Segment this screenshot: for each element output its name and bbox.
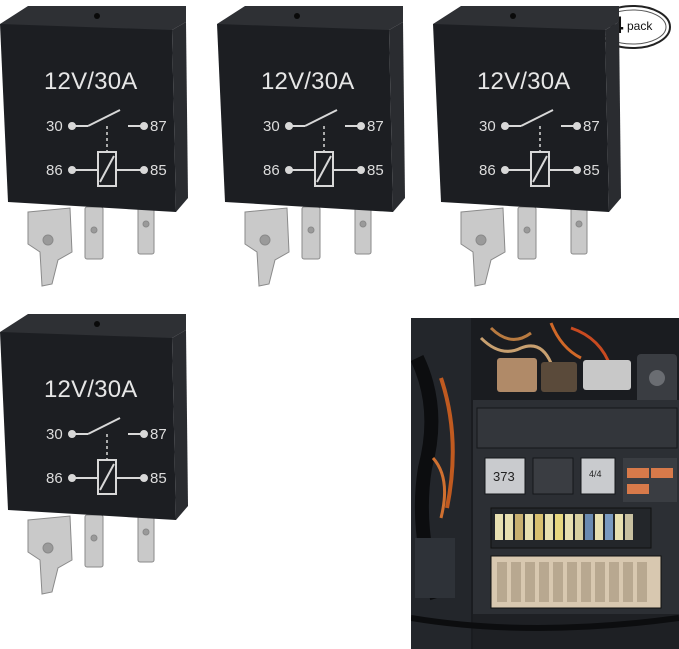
pin-label-30: 30: [46, 118, 63, 135]
relay-rating: 12V/30A: [44, 68, 138, 95]
pin-label-87: 87: [150, 118, 167, 135]
relay-body: [0, 314, 188, 595]
pin-label-85: 85: [367, 162, 384, 179]
pack-count-label: pack: [627, 19, 653, 33]
pin-label-87: 87: [583, 118, 600, 135]
relay-product-1: 12V/30A 30 87 86 85: [0, 2, 220, 292]
pin-label-85: 85: [583, 162, 600, 179]
relay-body: [217, 6, 405, 287]
pin-label-86: 86: [263, 162, 280, 179]
terminal-30: [27, 207, 73, 287]
pin-label-86: 86: [46, 162, 63, 179]
fuse-relay-label: 373: [493, 469, 515, 484]
pin-label-85: 85: [150, 470, 167, 487]
relay-rating: 12V/30A: [44, 376, 138, 403]
pin-label-86: 86: [46, 470, 63, 487]
relay-rating: 12V/30A: [477, 68, 571, 95]
fuse-box-illustration: [411, 318, 679, 649]
pin-label-86: 86: [479, 162, 496, 179]
pin-label-87: 87: [150, 426, 167, 443]
relay-rating: 12V/30A: [261, 68, 355, 95]
pin-label-30: 30: [263, 118, 280, 135]
pin-label-85: 85: [150, 162, 167, 179]
fuse-box-photo: 373 4/4: [411, 318, 679, 649]
relay-body: [0, 6, 188, 287]
pin-label-87: 87: [367, 118, 384, 135]
pin-label-30: 30: [46, 426, 63, 443]
relay-product-3: 12V/30A 30 87 86 85: [433, 2, 653, 292]
relay-body: [433, 6, 621, 287]
fuse-relay-label-2: 4/4: [589, 469, 602, 479]
relay-product-4: 12V/30A 30 87 86 85: [0, 310, 220, 600]
relay-product-2: 12V/30A 30 87 86 85: [217, 2, 437, 292]
pin-label-30: 30: [479, 118, 496, 135]
